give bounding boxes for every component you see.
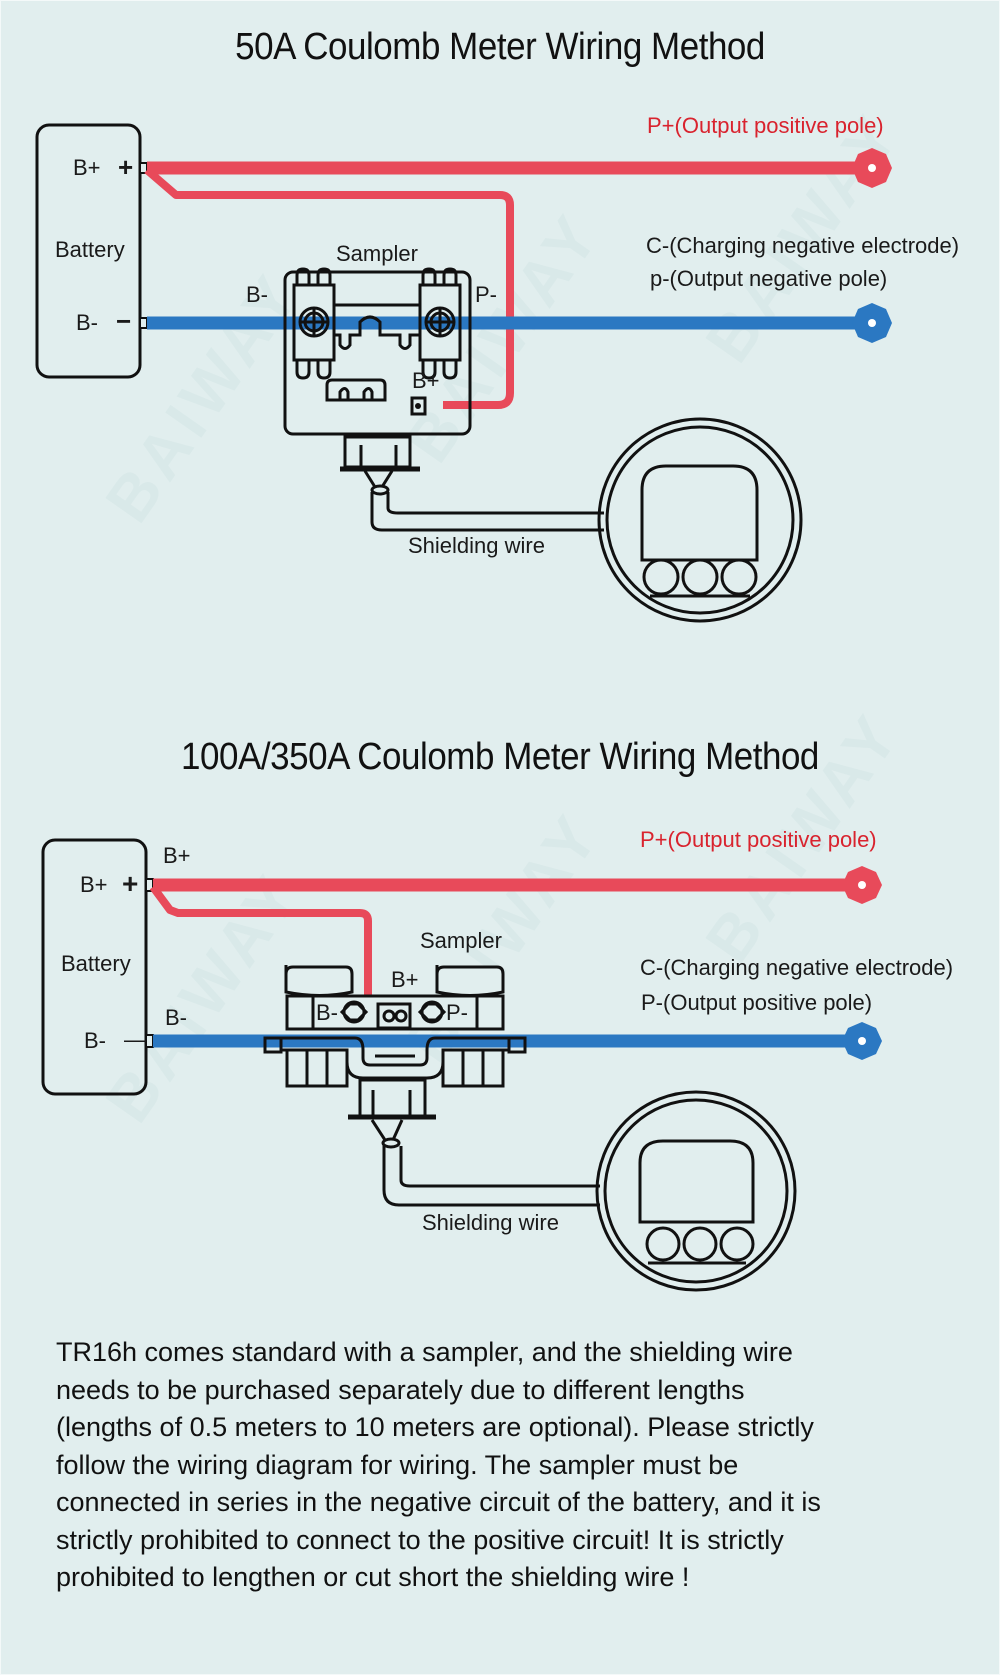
coulomb-meter-100a bbox=[595, 1090, 797, 1292]
sampler-pminus-label: P- bbox=[446, 1000, 468, 1025]
sampler-50a bbox=[283, 267, 472, 436]
battery-label: Battery bbox=[55, 237, 125, 262]
battery-label: Battery bbox=[61, 951, 131, 976]
sampler-bplus-label: B+ bbox=[391, 967, 419, 992]
shielding-cable-100a bbox=[348, 1078, 600, 1207]
neg-wire-label: B- bbox=[165, 1005, 187, 1030]
diagram-100a bbox=[41, 838, 882, 1292]
note-line: (lengths of 0.5 meters to 10 meters are … bbox=[56, 1412, 814, 1442]
note-line: strictly prohibited to connect to the po… bbox=[56, 1524, 784, 1555]
diagram-100a-title: 100A/350A Coulomb Meter Wiring Method bbox=[181, 736, 819, 778]
positive-sense-wire bbox=[144, 166, 514, 409]
sampler-100a bbox=[263, 965, 527, 1088]
note-line: TR16h comes standard with a sampler, and… bbox=[56, 1337, 793, 1367]
charging-negative-label: C-(Charging negative electrode) bbox=[640, 955, 954, 980]
sampler-bminus-label: B- bbox=[316, 1000, 338, 1025]
diagram-50a bbox=[35, 123, 892, 623]
output-negative-label: P-(Output positive pole) bbox=[641, 990, 873, 1015]
battery-plus-icon: + bbox=[118, 152, 134, 182]
note-line: needs to be purchased separately due to … bbox=[56, 1374, 745, 1405]
diagram-50a-title: 50A Coulomb Meter Wiring Method bbox=[235, 26, 765, 68]
battery-neg-terminal-label: B- bbox=[84, 1028, 106, 1053]
note-line: connected in series in the negative circ… bbox=[56, 1487, 821, 1517]
battery-minus-icon: − bbox=[116, 306, 132, 336]
battery-minus-icon: — bbox=[124, 1027, 146, 1052]
output-positive-label: P+(Output positive pole) bbox=[640, 827, 877, 852]
output-positive-label: P+(Output positive pole) bbox=[647, 113, 884, 138]
sampler-bminus-label: B- bbox=[246, 282, 268, 307]
charging-negative-label: C-(Charging negative electrode) bbox=[646, 233, 960, 258]
output-negative-label: p-(Output negative pole) bbox=[650, 266, 888, 291]
sampler-label: Sampler bbox=[420, 928, 502, 953]
coulomb-meter-50a bbox=[597, 417, 803, 623]
sampler-pminus-label: P- bbox=[475, 282, 497, 307]
battery-pos-terminal-label: B+ bbox=[80, 872, 108, 897]
shielding-wire-label: Shielding wire bbox=[408, 533, 545, 558]
battery-neg-post bbox=[139, 317, 148, 329]
note-line: prohibited to lengthen or cut short the … bbox=[56, 1562, 690, 1592]
battery-pos-terminal-label: B+ bbox=[73, 155, 101, 180]
battery-box bbox=[35, 123, 142, 379]
positive-sense-wire bbox=[149, 884, 372, 1026]
battery-neg-terminal-label: B- bbox=[76, 310, 98, 335]
sampler-label: Sampler bbox=[336, 241, 418, 266]
sampler-bplus-label: B+ bbox=[412, 368, 440, 393]
battery-plus-icon: + bbox=[122, 868, 139, 899]
note-line: follow the wiring diagram for wiring. Th… bbox=[56, 1449, 739, 1480]
shielding-wire-label: Shielding wire bbox=[422, 1210, 559, 1235]
wiring-note: TR16h comes standard with a sampler, and… bbox=[56, 1334, 976, 1597]
pos-wire-label: B+ bbox=[163, 843, 191, 868]
battery-neg-post bbox=[145, 1034, 154, 1048]
battery-box bbox=[41, 838, 148, 1096]
shielding-cable-50a bbox=[340, 435, 604, 532]
